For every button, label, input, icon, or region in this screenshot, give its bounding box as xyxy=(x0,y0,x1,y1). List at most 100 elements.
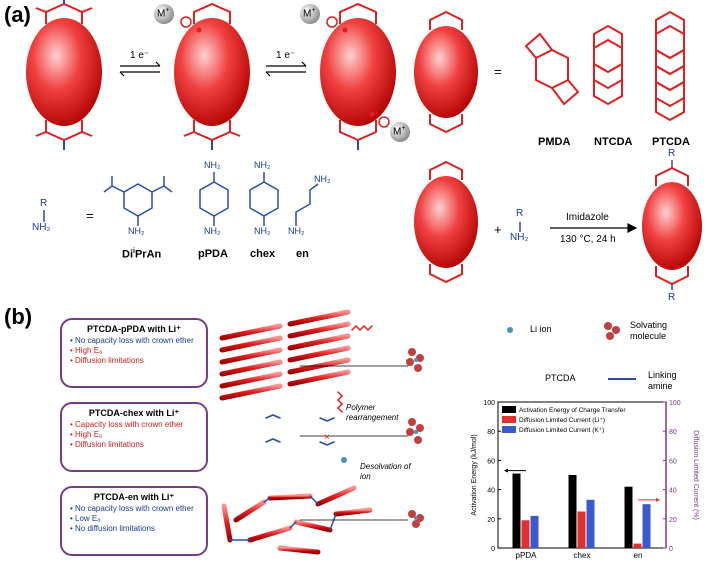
box-ptcda-chex: PTCDA-chex with Li⁺ • Capacity loss with… xyxy=(60,402,208,472)
synthesis-reactant-oval xyxy=(414,160,478,284)
y2-tick-label: 20 xyxy=(669,517,677,524)
electron-label-2: 1 e⁻ xyxy=(276,50,296,61)
box-pptcda-ppda: PTCDA-pPDA with Li⁺ • No capacity loss w… xyxy=(60,318,208,388)
bar xyxy=(521,520,530,548)
y2-tick-label: 100 xyxy=(669,400,681,407)
cation-label-2: M+ xyxy=(303,7,316,20)
y2-tick-label: 0 xyxy=(669,546,673,553)
box-line: • Diffusion limitations xyxy=(70,440,144,449)
synthesis-conditions: 130 °C, 24 h xyxy=(560,234,616,245)
redox-oval-2 xyxy=(174,2,250,150)
bar xyxy=(633,543,642,548)
bar xyxy=(568,475,577,548)
y-axis-label: Activation Energy (kJ/mol) xyxy=(471,434,478,515)
box-title: PTCDA-chex with Li⁺ xyxy=(88,408,180,418)
chex-stack: × xyxy=(223,414,409,463)
synthesis-amine-nh2: NH₂ xyxy=(510,232,529,243)
generic-amine-r: R xyxy=(40,198,48,209)
box-title: PTCDA-en with Li⁺ xyxy=(93,492,175,502)
synthesis-product-oval xyxy=(642,160,702,290)
pmda-structure xyxy=(524,32,580,106)
molecule-label-ntcda: NTCDA xyxy=(594,136,633,148)
molecule-label-ptcda: PTCDA xyxy=(652,136,690,148)
y-tick-label: 0 xyxy=(491,546,495,553)
box-line: • Capacity loss with crown ether xyxy=(70,420,184,429)
product-r-top: R xyxy=(668,148,676,159)
li-ion-icon xyxy=(507,327,513,333)
cation-ball-2 xyxy=(300,4,320,24)
synthesis-reagent: Imidazole xyxy=(566,212,609,223)
box-ptcda-en: PTCDA-en with Li⁺ • No capacity loss wit… xyxy=(60,486,208,556)
legend-linking-amine: Linking amine xyxy=(648,370,677,391)
legend-label: Diffusion Limited Current (Li⁺) xyxy=(519,417,605,424)
bar xyxy=(577,511,586,548)
redox-oval-3 xyxy=(320,2,396,150)
equilibrium-arrow-2 xyxy=(265,61,307,77)
dipran-nh2: NH₂ xyxy=(128,226,145,236)
chex-structure xyxy=(249,172,279,226)
chex-nh2-top: NH₂ xyxy=(254,160,271,170)
y-tick-label: 40 xyxy=(487,488,495,495)
y2-axis-label: Diffusion Limited Current (%) xyxy=(692,430,699,520)
box-line: • No capacity loss with crown ether xyxy=(70,504,194,513)
synthesis-arrow xyxy=(550,223,638,233)
bar xyxy=(624,486,633,548)
equals-sign-a: = xyxy=(494,64,502,79)
desolvation-note: Desolvation of ion xyxy=(360,462,411,481)
legend-solvating: Solvating molecule xyxy=(630,320,668,341)
ppda-structure xyxy=(199,172,229,226)
y2-tick-label: 40 xyxy=(669,488,677,495)
box-line: • High Eₐ xyxy=(70,346,103,355)
cation-ball-1 xyxy=(154,4,174,24)
en-structure xyxy=(295,183,319,226)
amine-label-ppda: pPDA xyxy=(198,248,228,260)
amine-label-en: en xyxy=(296,248,309,260)
dipran-structure xyxy=(103,176,173,226)
legend-label: Activation Energy of Charge Transfer xyxy=(519,407,626,414)
chex-nh2-bottom: NH₂ xyxy=(254,226,271,236)
x-tick-label: chex xyxy=(574,551,591,560)
box-line: • Low Eₐ xyxy=(70,514,101,523)
dianhydride-oval xyxy=(414,10,478,134)
equilibrium-arrow-1 xyxy=(119,61,161,77)
legend-swatch xyxy=(502,416,516,423)
y-tick-label: 100 xyxy=(483,400,495,407)
box-line: • No capacity loss with crown ether xyxy=(70,336,194,345)
panel-a-label: (a) xyxy=(4,2,31,27)
equals-sign-amine: = xyxy=(86,208,94,223)
solvating-cluster-3 xyxy=(408,510,424,528)
solvating-cluster-2 xyxy=(406,418,424,444)
right-axis-arrowhead xyxy=(656,497,660,502)
x-tick-label: pPDA xyxy=(516,551,538,560)
left-axis-arrowhead xyxy=(504,468,508,473)
synthesis-plus: + xyxy=(494,222,502,237)
panel-a-scheme xyxy=(26,0,702,290)
ppda-stack xyxy=(219,309,409,413)
bar xyxy=(642,504,651,548)
en-network xyxy=(221,485,409,555)
molecule-label-pmda: PMDA xyxy=(538,136,571,148)
y-tick-label: 60 xyxy=(487,458,495,465)
solvating-molecule-icon xyxy=(604,322,620,340)
bar xyxy=(586,499,595,548)
cation-label-3: M+ xyxy=(393,125,406,138)
redox-oval-1 xyxy=(26,0,102,150)
ptcda-structure xyxy=(655,10,685,122)
y2-tick-label: 60 xyxy=(669,458,677,465)
ppda-nh2-top: NH₂ xyxy=(204,160,221,170)
solvating-cluster-1 xyxy=(406,348,424,372)
product-r-bottom: R xyxy=(668,292,676,303)
box-line: • No diffusion limitations xyxy=(70,524,155,533)
ppda-nh2-bottom: NH₂ xyxy=(204,226,221,236)
box-title: PTCDA-pPDA with Li⁺ xyxy=(87,324,181,334)
cation-label-1: M+ xyxy=(157,7,170,20)
generic-amine-nh2: NH₂ xyxy=(32,222,51,233)
bar xyxy=(512,473,521,548)
y-tick-label: 80 xyxy=(487,429,495,436)
amine-label-chex: chex xyxy=(250,248,276,260)
cation-ball-3 xyxy=(390,122,410,142)
synthesis-amine-r: R xyxy=(516,208,524,219)
legend-li-ion: Li ion xyxy=(530,324,552,334)
